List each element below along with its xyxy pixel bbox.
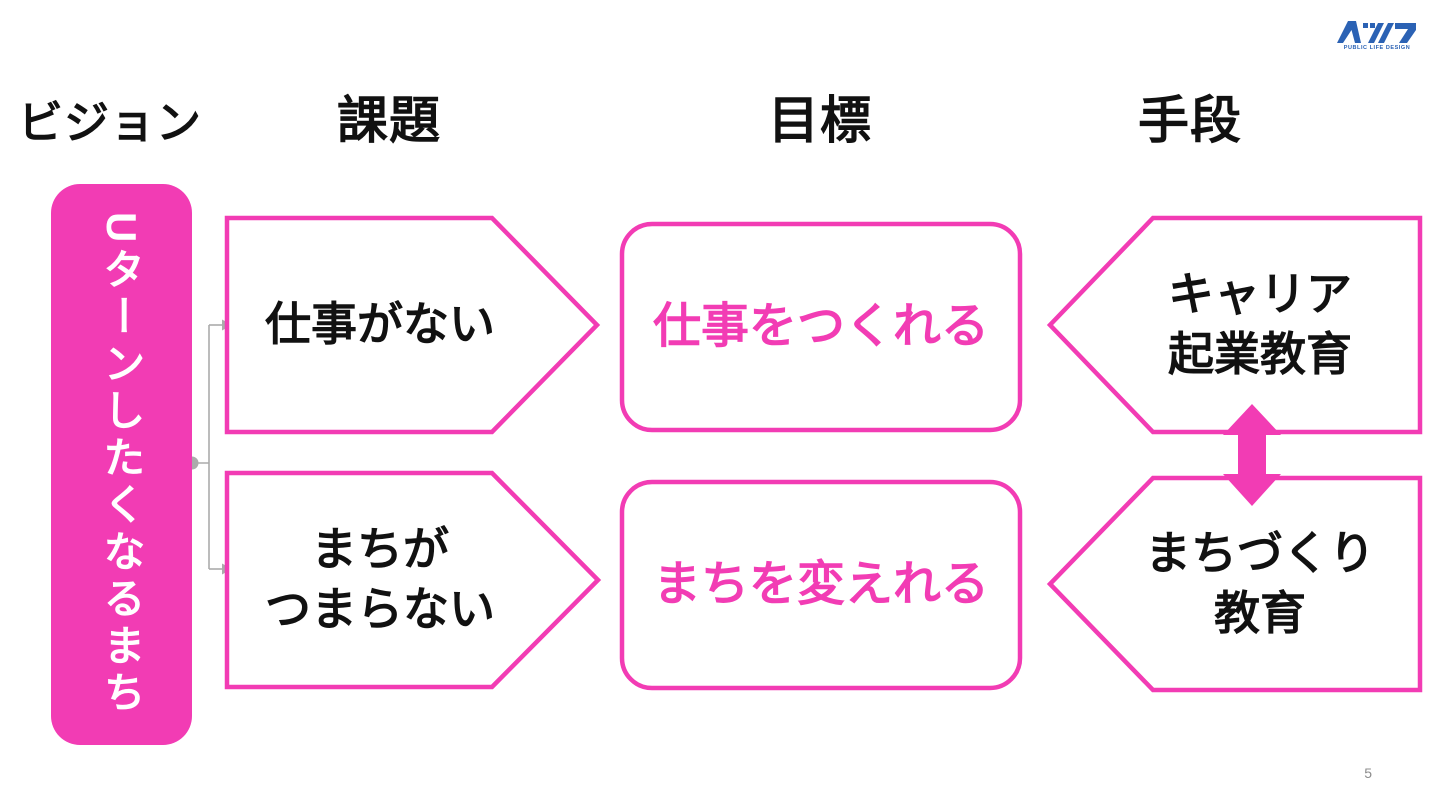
means-label-2: まちづくり 教育 <box>1145 527 1375 639</box>
goal-label-2: まちを変えれる <box>652 557 989 611</box>
page-number: 5 <box>1364 765 1372 781</box>
means-arrow-shape-2 <box>1046 475 1423 693</box>
problem-label-1: 仕事がない <box>265 298 495 351</box>
column-header-problem: 課題 <box>336 92 441 149</box>
problem-arrow-shape-2 <box>224 470 602 690</box>
problem-label-2: まちが つまらない <box>265 523 495 635</box>
column-header-vision: ビジョン <box>17 96 202 148</box>
vision-label: Uターンしたくなるまち <box>98 212 145 718</box>
column-header-goal: 目標 <box>767 92 872 149</box>
column-header-means: 手段 <box>1137 92 1242 149</box>
double-arrow-icon <box>1223 404 1281 506</box>
goal-box-shape-1 <box>619 221 1023 433</box>
vision-connector-lines <box>192 324 222 570</box>
goal-label-1: 仕事をつくれる <box>652 299 989 353</box>
vision-box: Uターンしたくなるまち <box>50 185 192 745</box>
means-label-1: キャリア 起業教育 <box>1168 268 1352 380</box>
means-arrow-shape-1 <box>1046 215 1423 435</box>
brand-logo-icon <box>1337 21 1416 43</box>
brand-logo: PUBLIC LIFE DESIGN <box>1337 20 1417 58</box>
vision-box-shape <box>51 184 192 745</box>
problem-arrow-shape-1 <box>224 215 601 435</box>
brand-logo-tagline: PUBLIC LIFE DESIGN <box>1343 45 1411 51</box>
goal-box-shape-2 <box>619 479 1023 691</box>
